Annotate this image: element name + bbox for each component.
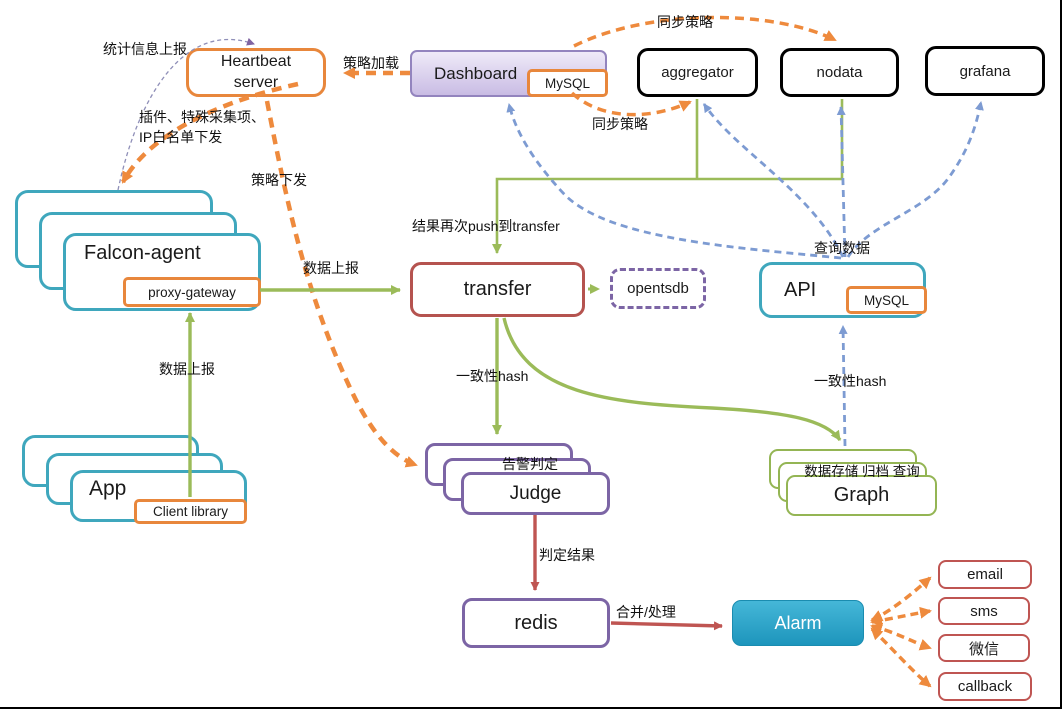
grafana-label: grafana xyxy=(959,62,1011,80)
falcon-agent-label: Falcon-agent xyxy=(84,242,201,264)
edge-label-consistent-hash-graph: 一致性hash xyxy=(814,373,887,389)
edge-api-aggregator xyxy=(702,103,845,258)
edge-alarm-sms xyxy=(870,606,932,627)
node-nodata: nodata xyxy=(780,48,899,97)
email-label: email xyxy=(967,566,1003,583)
edge-alarm-wechat xyxy=(870,622,932,651)
edge-redis-alarm xyxy=(610,621,723,631)
edge-label-sync-policy-top: 同步策略 xyxy=(657,14,713,30)
redis-label: redis xyxy=(514,611,558,634)
node-opentsdb: opentsdb xyxy=(610,268,706,309)
node-redis: redis xyxy=(462,598,610,648)
edge-label-data-report-app: 数据上报 xyxy=(159,361,215,377)
edge-label-data-report-agent: 数据上报 xyxy=(303,260,359,276)
dashboard-mysql-label: MySQL xyxy=(544,75,590,91)
opentsdb-label: opentsdb xyxy=(627,280,689,297)
edge-alarm-email xyxy=(870,576,932,622)
api-label: API xyxy=(784,278,817,301)
wechat-label: 微信 xyxy=(968,640,999,658)
node-graph: Graph xyxy=(786,475,937,516)
callback-label: callback xyxy=(957,678,1013,695)
edge-label-plugin-dispatch: 插件、特殊采集项、IP白名单下发 xyxy=(139,109,265,146)
node-heartbeat-server: Heartbeat server xyxy=(186,48,326,97)
node-sms: sms xyxy=(938,597,1030,625)
client-library-label: Client library xyxy=(152,504,229,519)
aggregator-label: aggregator xyxy=(661,64,734,81)
heartbeat-label: Heartbeat server xyxy=(220,52,292,91)
graph-label: Graph xyxy=(833,484,890,506)
proxy-gateway-label: proxy-gateway xyxy=(148,284,236,300)
node-aggregator: aggregator xyxy=(637,48,758,97)
edge-api-nodata xyxy=(836,106,847,258)
dashboard-label: Dashboard xyxy=(434,63,518,83)
proxy-gateway-box: proxy-gateway xyxy=(123,277,261,307)
edge-label-stats-report: 统计信息上报 xyxy=(103,41,187,57)
judge-label: Judge xyxy=(509,482,562,504)
app-label: App xyxy=(89,477,127,500)
edge-api-grafana xyxy=(846,101,984,258)
client-library-box: Client library xyxy=(134,499,247,524)
edge-transfer-graph xyxy=(502,317,842,442)
node-email: email xyxy=(938,560,1032,589)
node-transfer: transfer xyxy=(410,262,585,317)
transfer-label: transfer xyxy=(463,278,532,300)
judge-note: 告警判定 xyxy=(502,456,558,472)
edge-label-push-to-transfer: 结果再次push到transfer xyxy=(412,218,560,234)
edge-label-judge-result: 判定结果 xyxy=(539,547,595,563)
api-mysql-box: MySQL xyxy=(846,286,927,314)
api-mysql-label: MySQL xyxy=(863,292,909,308)
edge-label-policy-load: 策略加载 xyxy=(343,55,399,71)
node-callback: callback xyxy=(938,672,1032,701)
edge-label-policy-dispatch: 策略下发 xyxy=(251,172,307,188)
alarm-label: Alarm xyxy=(774,612,822,633)
edge-label-merge-process: 合并/处理 xyxy=(616,604,676,620)
edge-label-query-data: 查询数据 xyxy=(814,240,870,256)
nodata-label: nodata xyxy=(816,64,863,81)
node-dashboard: Dashboard MySQL xyxy=(410,50,608,97)
sms-label: sms xyxy=(970,602,998,620)
node-app: App Client library xyxy=(70,470,247,524)
node-falcon-agent: Falcon-agent proxy-gateway xyxy=(63,233,261,311)
node-alarm: Alarm xyxy=(732,600,864,646)
node-wechat: 微信 xyxy=(938,634,1030,662)
node-grafana: grafana xyxy=(925,46,1045,96)
edge-alarm-callback xyxy=(870,627,932,688)
edge-policy-dispatch xyxy=(264,100,418,468)
node-judge: Judge xyxy=(461,472,610,515)
dashboard-mysql-box: MySQL xyxy=(527,69,608,97)
edge-label-sync-policy-bottom: 同步策略 xyxy=(592,116,648,132)
edge-label-consistent-hash-judge: 一致性hash xyxy=(456,368,529,384)
node-api: API MySQL xyxy=(759,262,927,318)
graph-note: 数据存储 归档 查询 xyxy=(804,464,920,479)
